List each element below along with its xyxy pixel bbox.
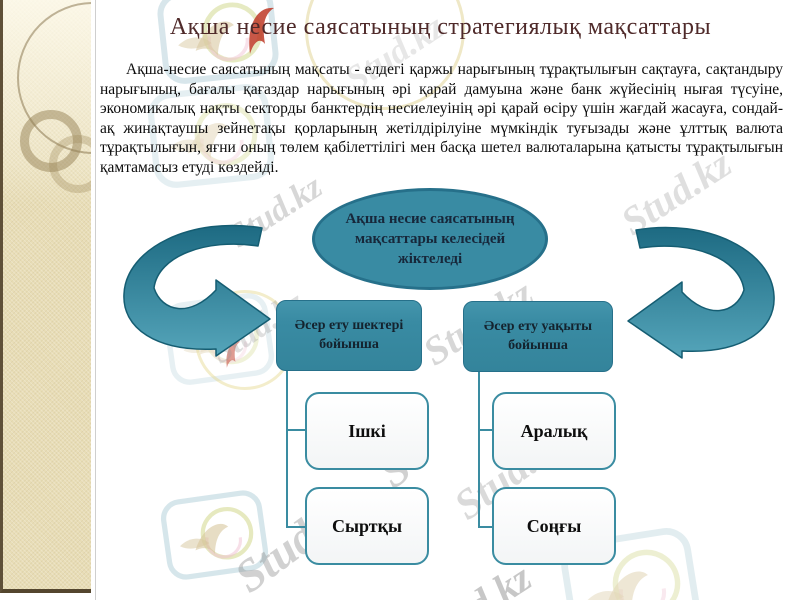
side-decoration-strip [0,0,91,593]
connector-line [478,429,492,431]
branch-node-label: Әсер ету шектері бойынша [294,318,404,352]
divider-line [95,0,96,600]
branch-node-label: Әсер ету уақыты бойынша [483,319,593,353]
leaf-node-final: Соңғы [492,487,616,565]
diagram-root-node: Ақша несие саясатының мақсаттары келесід… [312,188,548,290]
branch-node-time: Әсер ету уақыты бойынша [463,301,613,372]
page-title: Ақша несие саясатының стратегиялық мақса… [169,14,712,40]
body-paragraph: Ақша-несие саясатының мақсаты - елдегі қ… [100,61,783,176]
leaf-node-internal: Ішкі [305,392,429,470]
connector-line [478,526,492,528]
leaf-node-intermediate: Аралық [492,392,616,470]
decorative-circle [49,135,91,193]
curved-arrow-right [627,226,775,359]
diagram-root-label: Ақша несие саясатының мақсаттары келесід… [345,210,515,268]
connector-line [478,371,480,528]
connector-line [286,369,288,528]
branch-node-limits: Әсер ету шектері бойынша [276,300,422,371]
leaf-node-external: Сыртқы [305,487,429,565]
studkz-logo-watermark [157,485,273,585]
connector-line [286,526,305,528]
connector-line [286,429,305,431]
